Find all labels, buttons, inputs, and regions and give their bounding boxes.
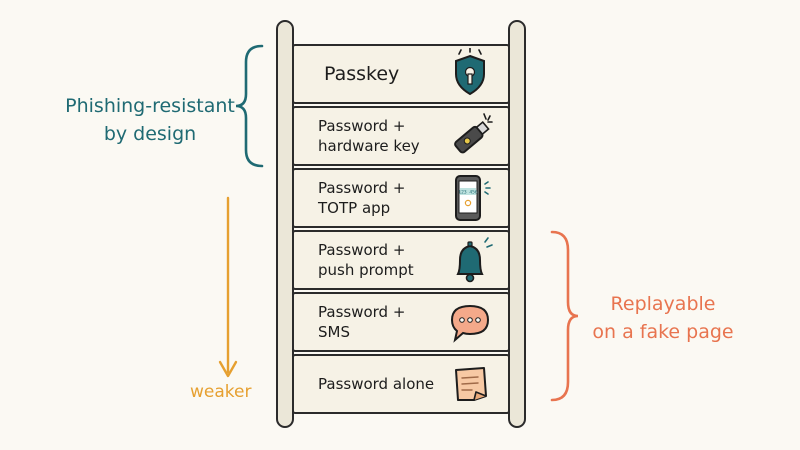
rung-label: Password + hardware key bbox=[318, 117, 420, 155]
rung-hardware-key: Password + hardware key bbox=[292, 106, 510, 166]
ladder-right-rail bbox=[508, 20, 526, 428]
rung-totp-app: Password + TOTP app 123 456 bbox=[292, 168, 510, 228]
rung-push-prompt: Password + push prompt bbox=[292, 230, 510, 290]
rung-passkey: Passkey bbox=[292, 44, 510, 104]
rung-label: Password + push prompt bbox=[318, 241, 414, 279]
replayable-note: Replayable on a fake page bbox=[592, 293, 734, 343]
shield-keyhole-icon bbox=[455, 48, 485, 96]
weaker-arrow bbox=[218, 196, 238, 378]
rung-label: Password + SMS bbox=[318, 303, 406, 341]
replayable-brace bbox=[550, 230, 579, 402]
phishing-resistant-note: Phishing-resistant by design bbox=[65, 95, 235, 145]
speech-bubble-icon bbox=[450, 304, 490, 343]
rung-sms: Password + SMS bbox=[292, 292, 510, 352]
bell-icon bbox=[456, 237, 493, 283]
rung-label: Password + TOTP app bbox=[318, 179, 406, 217]
sticky-note-icon bbox=[455, 367, 487, 401]
rung-password-alone: Password alone bbox=[292, 354, 510, 414]
usb-security-key-icon bbox=[454, 113, 493, 154]
phishing-resistant-brace bbox=[235, 44, 264, 168]
totp-code: 123 456 bbox=[458, 190, 478, 196]
rung-label: Password alone bbox=[318, 375, 435, 393]
weaker-label: weaker bbox=[190, 382, 252, 402]
rung-label: Passkey bbox=[324, 63, 400, 85]
phone-totp-icon: 123 456 bbox=[455, 175, 491, 221]
